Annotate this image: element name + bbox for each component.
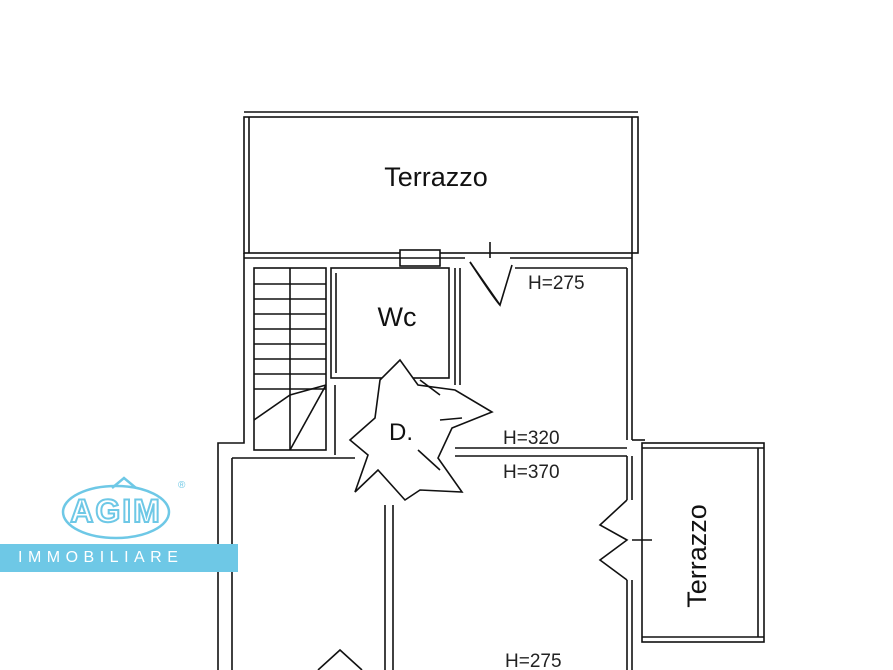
room-label-terrace-right: Terrazzo [682,504,712,608]
room-label-storage: D. [389,419,413,446]
logo-mark-text: AGIM [70,493,162,529]
room-label-terrace-top: Terrazzo [384,162,488,192]
height-label-3: H=370 [503,462,560,483]
agim-logo: AGIM ® [61,476,186,540]
house-roof-icon [111,476,137,489]
room-label-wc: Wc [378,302,417,332]
height-label-4: H=275 [505,651,562,670]
terrace-right-outline [641,442,765,643]
logo-tagline: IMMOBILIARE [18,549,184,566]
height-label-2: H=320 [503,428,560,449]
logo-tagline-band: IMMOBILIARE [0,544,238,572]
terrace-top-outline [243,116,639,254]
storage-door-cluster [348,358,494,502]
height-label-1: H=275 [528,273,585,294]
registered-mark: ® [178,480,186,491]
stair-steps [254,283,326,390]
